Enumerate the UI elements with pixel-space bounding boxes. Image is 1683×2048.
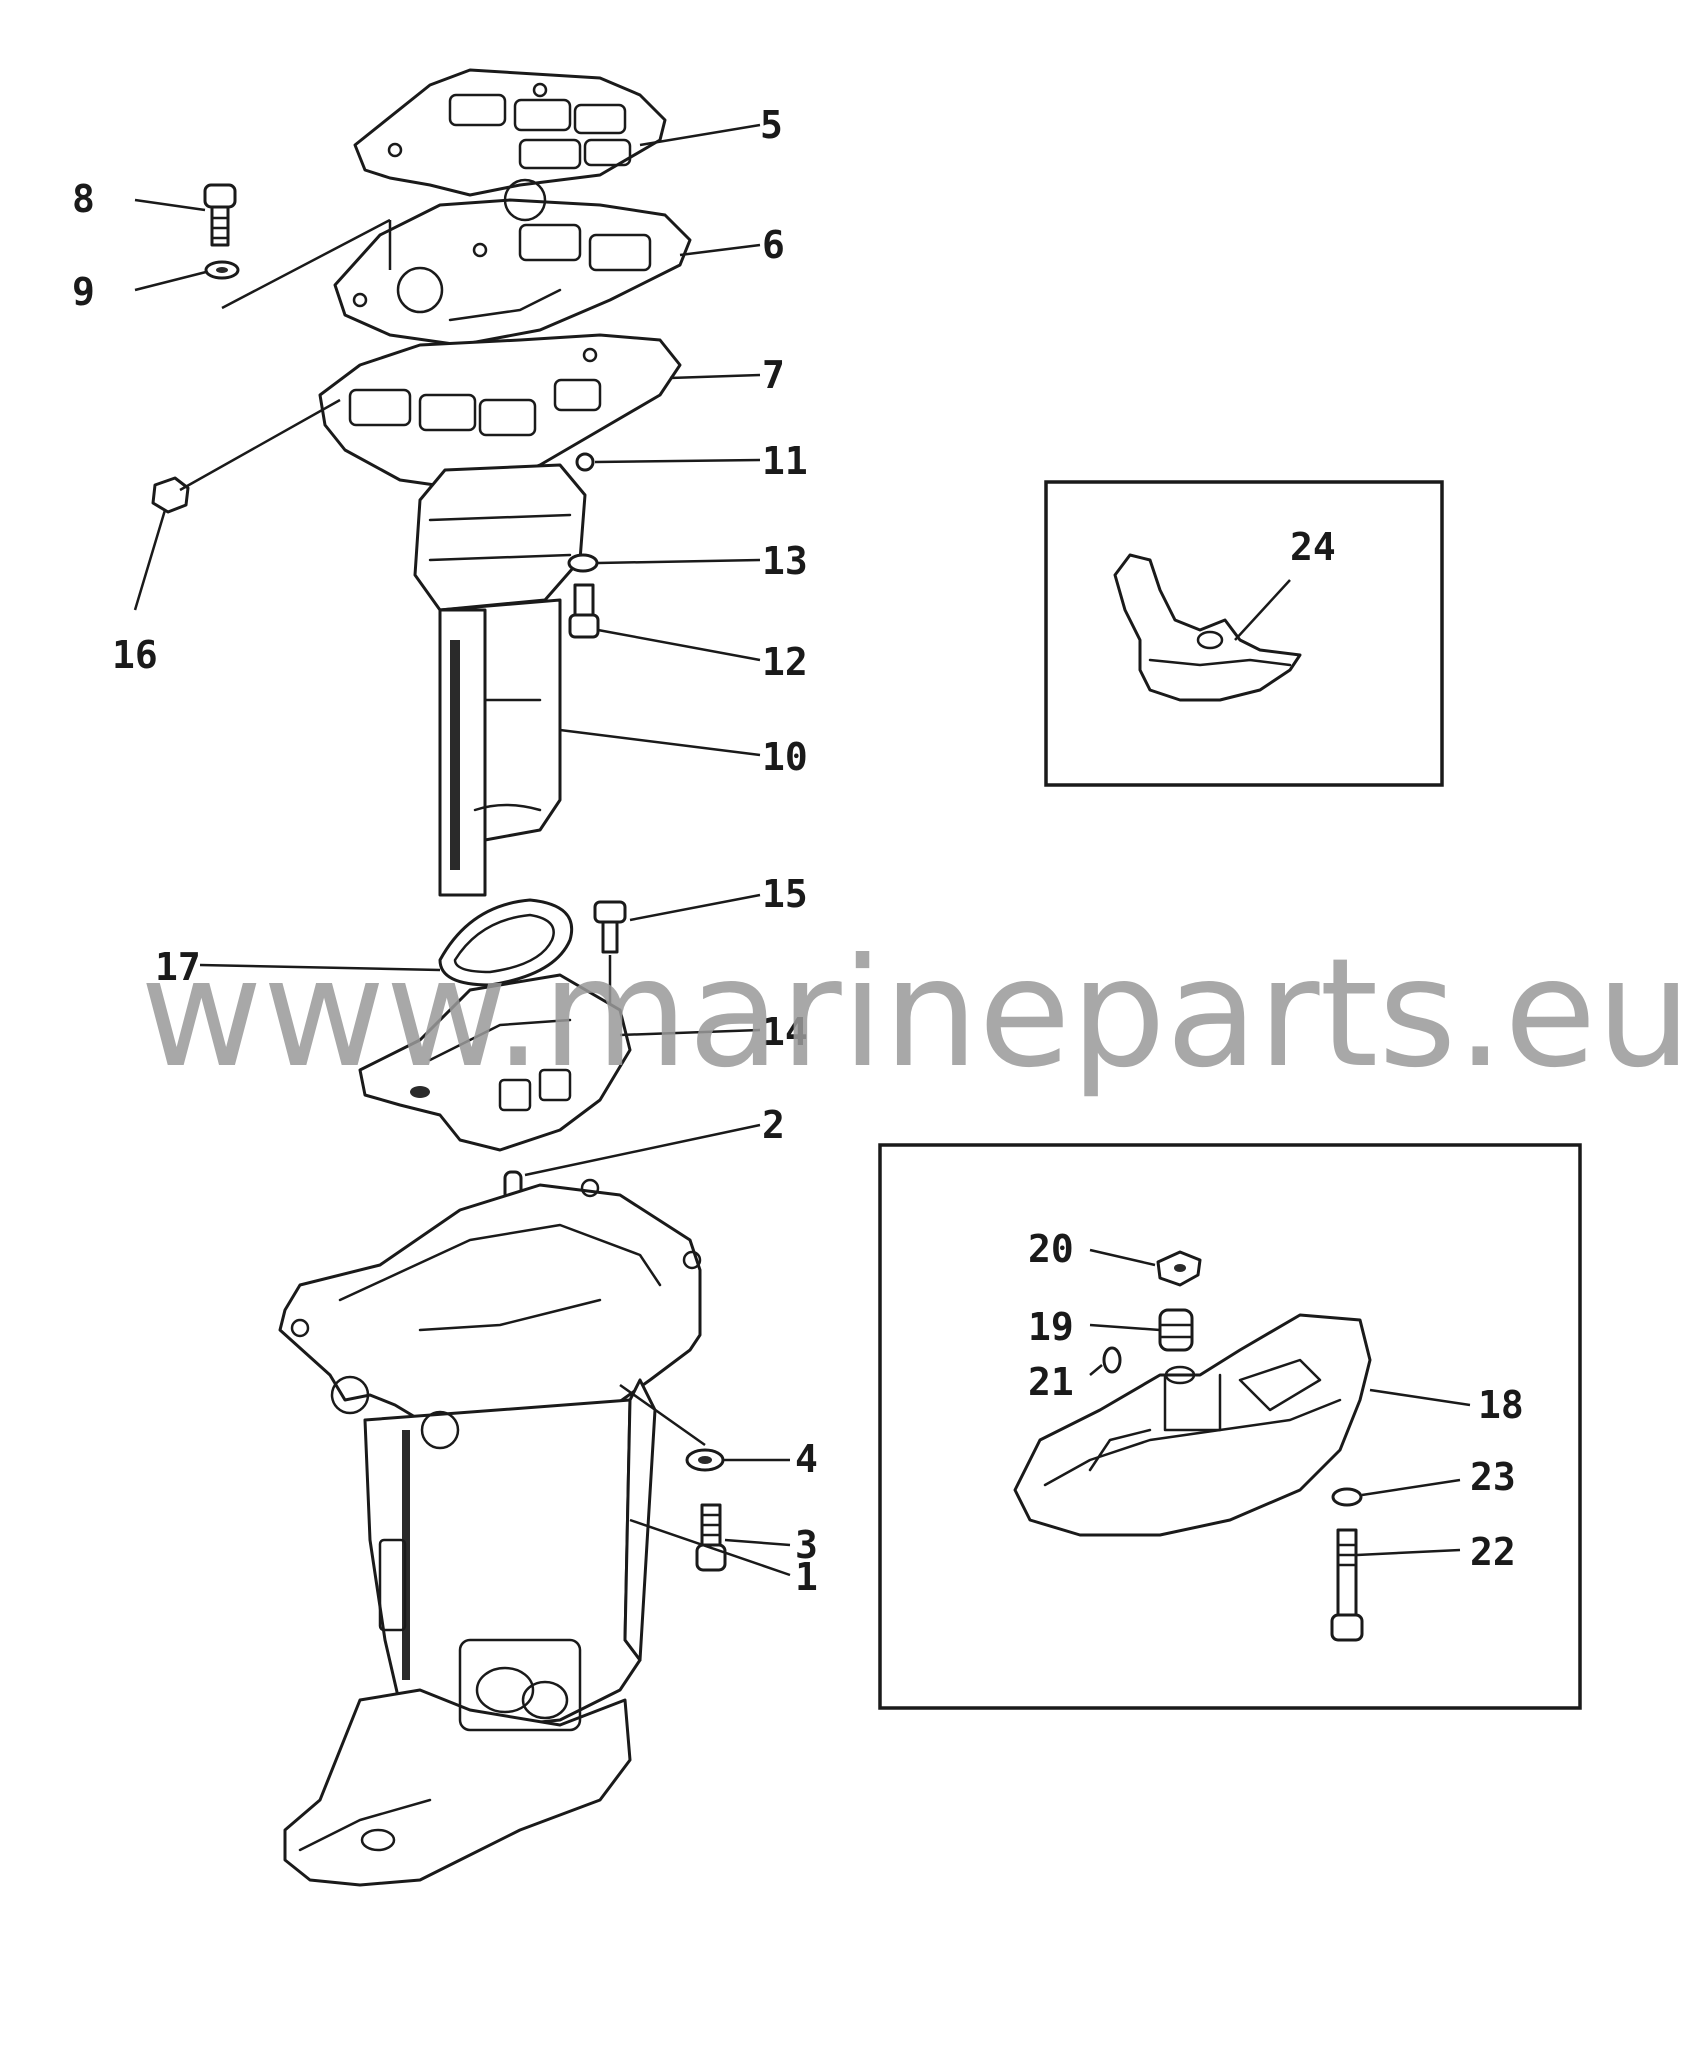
callout-23: 23	[1470, 1455, 1516, 1499]
part-3-bolt	[695, 1503, 727, 1572]
callout-8: 8	[72, 177, 95, 221]
part-24-bracket	[1113, 553, 1302, 702]
callout-4: 4	[795, 1437, 818, 1481]
part-7-gasket	[318, 333, 682, 492]
part-23-washer	[1331, 1487, 1363, 1507]
callout-5: 5	[760, 103, 783, 147]
part-18-plate	[1013, 1313, 1372, 1537]
callout-18: 18	[1478, 1383, 1524, 1427]
watermark: www.marineparts.eu	[140, 927, 1683, 1101]
callout-1: 1	[795, 1555, 818, 1599]
part-12-bolt	[568, 583, 600, 639]
callout-12: 12	[762, 640, 808, 684]
callout-24: 24	[1290, 525, 1336, 569]
callout-22: 22	[1470, 1530, 1516, 1574]
callout-6: 6	[762, 223, 785, 267]
part-13-washer	[567, 553, 599, 573]
callout-9: 9	[72, 270, 95, 314]
part-19-bushing	[1158, 1308, 1194, 1352]
callout-2: 2	[762, 1103, 785, 1147]
part-16-plug	[151, 476, 190, 514]
callout-17: 17	[155, 945, 201, 989]
callout-10: 10	[762, 735, 808, 779]
inset-frame-part-24	[1044, 480, 1444, 787]
part-5-top-plate	[353, 68, 667, 197]
callout-21: 21	[1028, 1360, 1074, 1404]
part-4-washer	[685, 1448, 725, 1472]
part-15-bolt	[593, 900, 627, 954]
inset-frame-parts-18-23	[878, 1143, 1582, 1710]
part-22-bolt	[1330, 1528, 1364, 1642]
part-14-adapter	[358, 973, 632, 1152]
callout-13: 13	[762, 539, 808, 583]
callout-11: 11	[762, 439, 808, 483]
callout-14: 14	[762, 1010, 808, 1054]
callout-19: 19	[1028, 1305, 1074, 1349]
part-11-pin	[575, 452, 595, 472]
callout-15: 15	[762, 872, 808, 916]
part-21-pin	[1102, 1346, 1122, 1374]
part-17-seal-ring	[438, 898, 573, 987]
part-8-bolt	[203, 183, 237, 247]
callout-16: 16	[112, 633, 158, 677]
part-6-gasket	[333, 178, 692, 347]
part-1-main-housing	[278, 1178, 702, 1887]
part-10-upper-housing	[413, 463, 587, 897]
part-9-washer	[204, 260, 240, 280]
callout-20: 20	[1028, 1227, 1074, 1271]
callout-3: 3	[795, 1523, 818, 1567]
callout-7: 7	[762, 353, 785, 397]
part-20-nut	[1156, 1250, 1202, 1287]
leader-lines	[134, 123, 1471, 1577]
